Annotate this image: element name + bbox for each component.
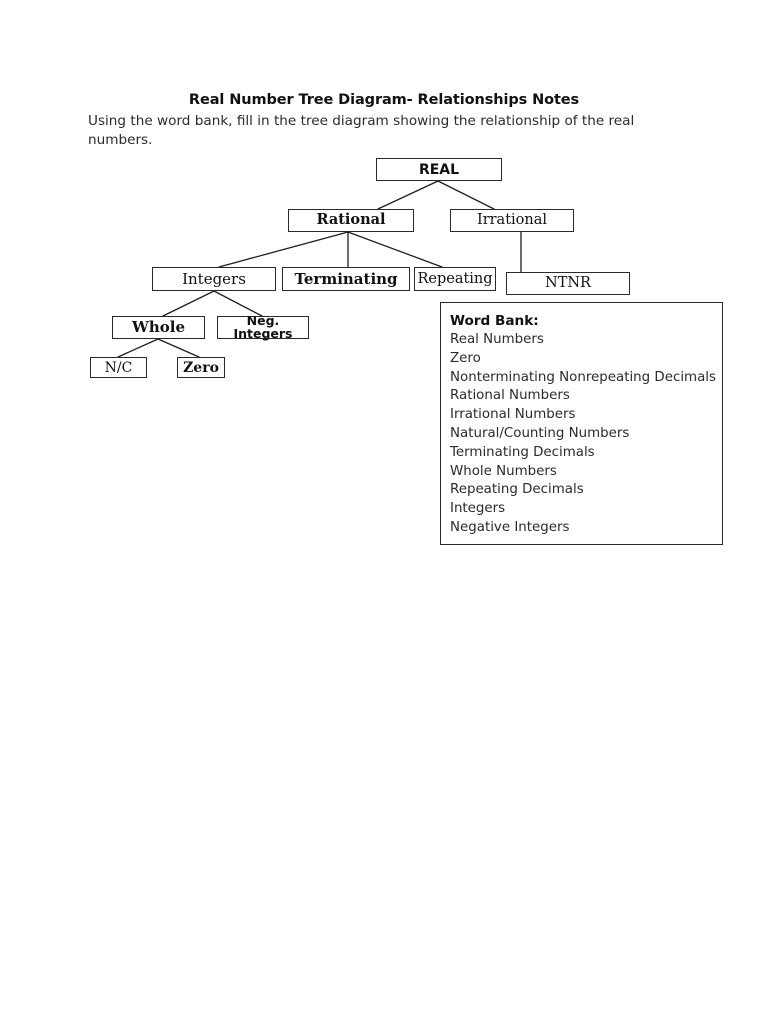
page-title: Real Number Tree Diagram- Relationships …: [188, 92, 580, 108]
word-bank-title: Word Bank:: [450, 313, 539, 329]
word-bank-item[interactable]: Nonterminating Nonrepeating Decimals: [450, 369, 717, 385]
tree-node-irrational[interactable]: Irrational: [450, 209, 574, 232]
word-bank-item[interactable]: Natural/Counting Numbers: [450, 425, 630, 441]
tree-node-rational[interactable]: Rational: [288, 209, 414, 232]
word-bank-item[interactable]: Whole Numbers: [450, 463, 557, 479]
word-bank-item[interactable]: Zero: [450, 350, 481, 366]
word-bank-item[interactable]: Negative Integers: [450, 519, 570, 535]
word-bank-item[interactable]: Terminating Decimals: [450, 444, 595, 460]
word-bank-item[interactable]: Integers: [450, 501, 506, 517]
tree-node-natural-counting[interactable]: N/C: [90, 357, 147, 378]
edge-real-rational: [377, 180, 439, 210]
word-bank-item[interactable]: Repeating Decimals: [450, 482, 584, 498]
tree-node-zero[interactable]: Zero: [177, 357, 225, 378]
edge-rational-integers: [218, 231, 349, 268]
tree-node-repeating[interactable]: Repeating: [414, 267, 496, 291]
edge-whole-nc: [117, 338, 159, 358]
word-bank-item[interactable]: Irrational Numbers: [450, 407, 576, 423]
tree-node-real[interactable]: REAL: [376, 158, 502, 181]
word-bank-item[interactable]: Real Numbers: [450, 332, 544, 347]
tree-node-ntnr[interactable]: NTNR: [506, 272, 630, 295]
tree-node-negative-integers[interactable]: Neg. Integers: [217, 314, 309, 339]
tree-node-whole[interactable]: Whole: [112, 316, 205, 339]
instructions-text: Using the word bank, fill in the tree di…: [88, 113, 635, 148]
edge-integers-whole: [162, 290, 215, 317]
word-bank-item[interactable]: Rational Numbers: [450, 388, 570, 404]
edge-whole-zero: [157, 338, 200, 358]
edge-real-irrational: [437, 180, 495, 210]
edge-rational-repeating: [347, 231, 443, 268]
tree-node-terminating[interactable]: Terminating: [282, 267, 410, 291]
tree-node-integers[interactable]: Integers: [152, 267, 276, 291]
